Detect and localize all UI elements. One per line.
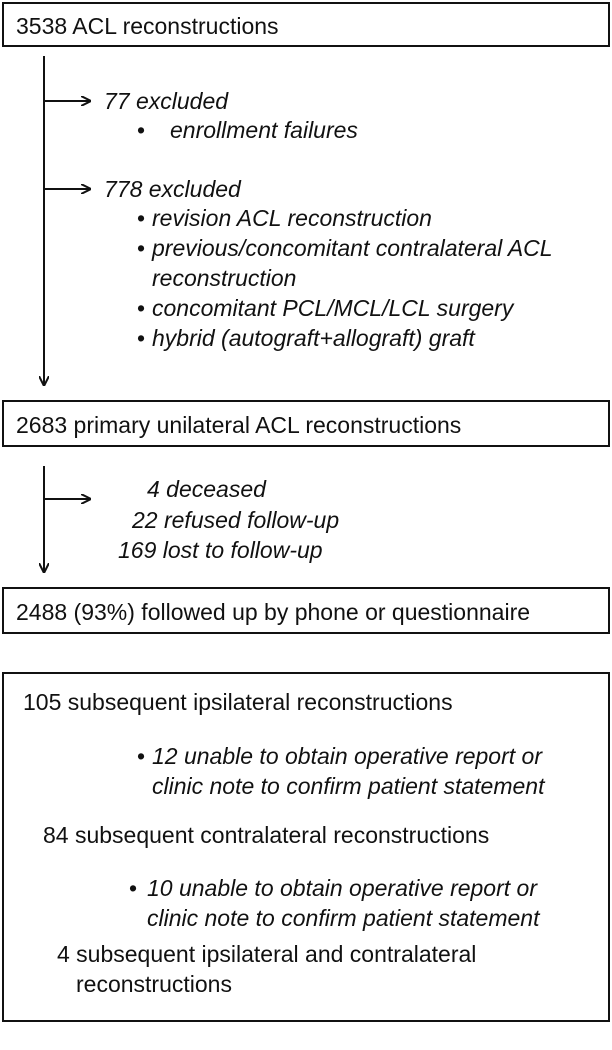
box-primary: 2683 primary unilateral ACL reconstructi… — [2, 400, 610, 447]
exclusion-b-bullet-2: previous/concomitant contralateral ACL — [152, 235, 553, 261]
bullet-glyph: • — [137, 295, 146, 321]
exclusion-b-bullet-1: revision ACL reconstruction — [152, 205, 432, 231]
box-outcomes — [2, 672, 610, 1022]
outcome-contralateral-note-2: clinic note to confirm patient statement — [147, 905, 540, 931]
bullet-glyph: • — [137, 117, 146, 143]
bullet-glyph: • — [129, 875, 138, 901]
loss-deceased: 4 deceased — [147, 476, 266, 502]
exclusion-a-bullet-1: enrollment failures — [170, 117, 358, 143]
bullet-glyph: • — [137, 235, 146, 261]
outcome-both: 4 subsequent ipsilateral and contralater… — [57, 941, 477, 967]
outcome-contralateral-note-1: 10 unable to obtain operative report or — [147, 875, 537, 901]
outcome-both-cont: reconstructions — [76, 971, 232, 997]
bullet-glyph: • — [137, 205, 146, 231]
outcome-ipsilateral-note-1: 12 unable to obtain operative report or — [152, 743, 542, 769]
exclusion-b-bullet-4: hybrid (autograft+allograft) graft — [152, 325, 475, 351]
bullet-glyph: • — [137, 743, 146, 769]
bullet-glyph: • — [137, 325, 146, 351]
box-followed-text: 2488 (93%) followed up by phone or quest… — [16, 599, 531, 625]
exclusion-b-bullet-2-cont: reconstruction — [152, 265, 297, 291]
exclusion-a-heading: 77 excluded — [104, 88, 229, 114]
box-primary-text: 2683 primary unilateral ACL reconstructi… — [16, 412, 462, 438]
outcome-ipsilateral-note-2: clinic note to confirm patient statement — [152, 773, 545, 799]
outcome-ipsilateral: 105 subsequent ipsilateral reconstructio… — [23, 689, 453, 715]
outcome-contralateral: 84 subsequent contralateral reconstructi… — [43, 822, 490, 848]
box-followed: 2488 (93%) followed up by phone or quest… — [2, 587, 610, 634]
loss-refused: 22 refused follow-up — [132, 507, 340, 533]
box-total-text: 3538 ACL reconstructions — [16, 13, 279, 39]
exclusion-b-heading: 778 excluded — [104, 176, 241, 202]
exclusion-b-bullet-3: concomitant PCL/MCL/LCL surgery — [152, 295, 514, 321]
box-total: 3538 ACL reconstructions — [2, 2, 610, 47]
loss-lost: 169 lost to follow-up — [118, 537, 323, 563]
